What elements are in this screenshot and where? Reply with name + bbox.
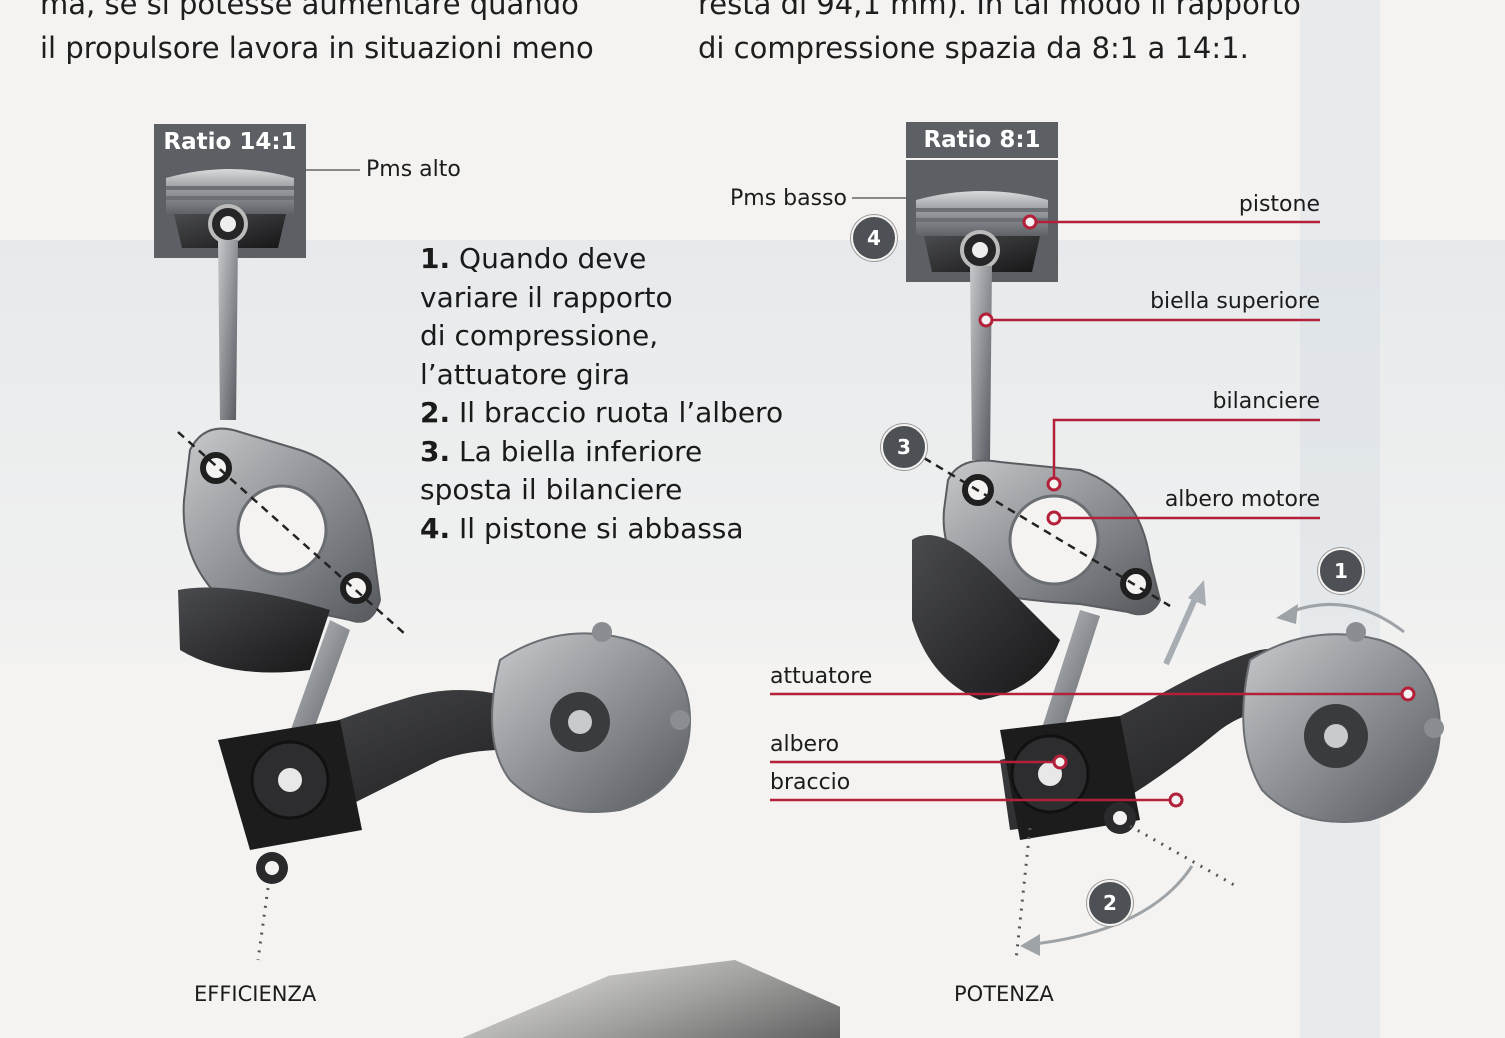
step-text: La biella inferiore sposta il bilanciere — [420, 434, 703, 507]
right-crank-hole — [1008, 494, 1100, 586]
left-dashed-axis — [177, 431, 406, 635]
left-lower-rod — [290, 620, 350, 740]
step-text: Quando deve variare il rapporto di compr… — [420, 242, 673, 391]
leader-lines — [770, 220, 1408, 802]
bilanciere-leader — [1052, 418, 1320, 484]
bilanciere-label: bilanciere — [1212, 389, 1320, 414]
right-counterweight — [912, 535, 1060, 700]
intro-line: resta di 94,1 mm). In tal modo il rappor… — [698, 0, 1301, 21]
intro-line: ma, se si potesse aumentare quando — [40, 0, 579, 21]
intro-left-column: ma, se si potesse aumentare quando il pr… — [40, 0, 594, 70]
left-counterweight — [178, 587, 330, 673]
badge-step-3: 3 — [881, 424, 927, 470]
left-crank-hole — [236, 484, 328, 576]
potenza-caption: POTENZA — [954, 982, 1054, 1006]
left-actuator-housing — [491, 622, 692, 813]
biella-superiore-label: biella superiore — [1150, 289, 1320, 314]
right-dashed-axis — [923, 456, 1171, 608]
albero-label: albero — [770, 732, 840, 757]
intro-line: di compressione spazia da 8:1 a 14:1. — [698, 31, 1249, 65]
intro-line: il propulsore lavora in situazioni meno — [40, 31, 594, 65]
step-item: 3. La biella inferiore sposta il bilanci… — [420, 433, 800, 510]
right-up-arrow — [1163, 580, 1206, 666]
step-number: 3. — [420, 434, 451, 468]
intro-right-column: resta di 94,1 mm). In tal modo il rappor… — [698, 0, 1301, 70]
leader-dots — [978, 214, 1416, 808]
step-item: 4. Il pistone si abbassa — [420, 510, 800, 549]
right-ratio-label: Ratio 8:1 — [906, 122, 1058, 158]
pms-alto-label: Pms alto — [366, 157, 461, 182]
step-item: 2. Il braccio ruota l’albero — [420, 394, 800, 433]
right-upper-connecting-rod — [970, 266, 992, 460]
step-text: Il braccio ruota l’albero — [459, 396, 784, 429]
left-dotted-trail — [256, 887, 270, 961]
step-number: 2. — [420, 396, 451, 429]
braccio-label: braccio — [770, 770, 851, 795]
left-piston — [166, 169, 294, 248]
steps-list: 1. Quando deve variare il rapporto di co… — [420, 240, 800, 548]
badge-step-4: 4 — [851, 215, 897, 261]
rotation-arrow-1 — [1289, 602, 1405, 634]
rotation-arrow-2 — [1033, 865, 1194, 946]
pms-basso-label: Pms basso — [730, 186, 847, 211]
attuatore-label: attuatore — [770, 664, 873, 689]
right-lower-rod — [1040, 610, 1100, 740]
left-upper-connecting-rod — [218, 240, 238, 420]
step-text: Il pistone si abbassa — [459, 511, 744, 545]
efficienza-caption: EFFICIENZA — [194, 982, 317, 1006]
step-number: 4. — [420, 511, 451, 545]
right-actuator-housing — [1242, 622, 1444, 823]
left-mechanism — [154, 160, 692, 961]
step-number: 1. — [420, 242, 451, 275]
pistone-label: pistone — [1238, 192, 1320, 217]
left-ratio-label: Ratio 14:1 — [154, 124, 306, 160]
right-piston — [916, 191, 1048, 272]
step-item: 1. Quando deve variare il rapporto di co… — [420, 240, 800, 394]
albero-motore-label: albero motore — [1164, 487, 1320, 512]
right-dotted-trail — [1014, 827, 1032, 961]
badge-step-1: 1 — [1318, 548, 1364, 594]
badge-step-2: 2 — [1087, 880, 1133, 926]
